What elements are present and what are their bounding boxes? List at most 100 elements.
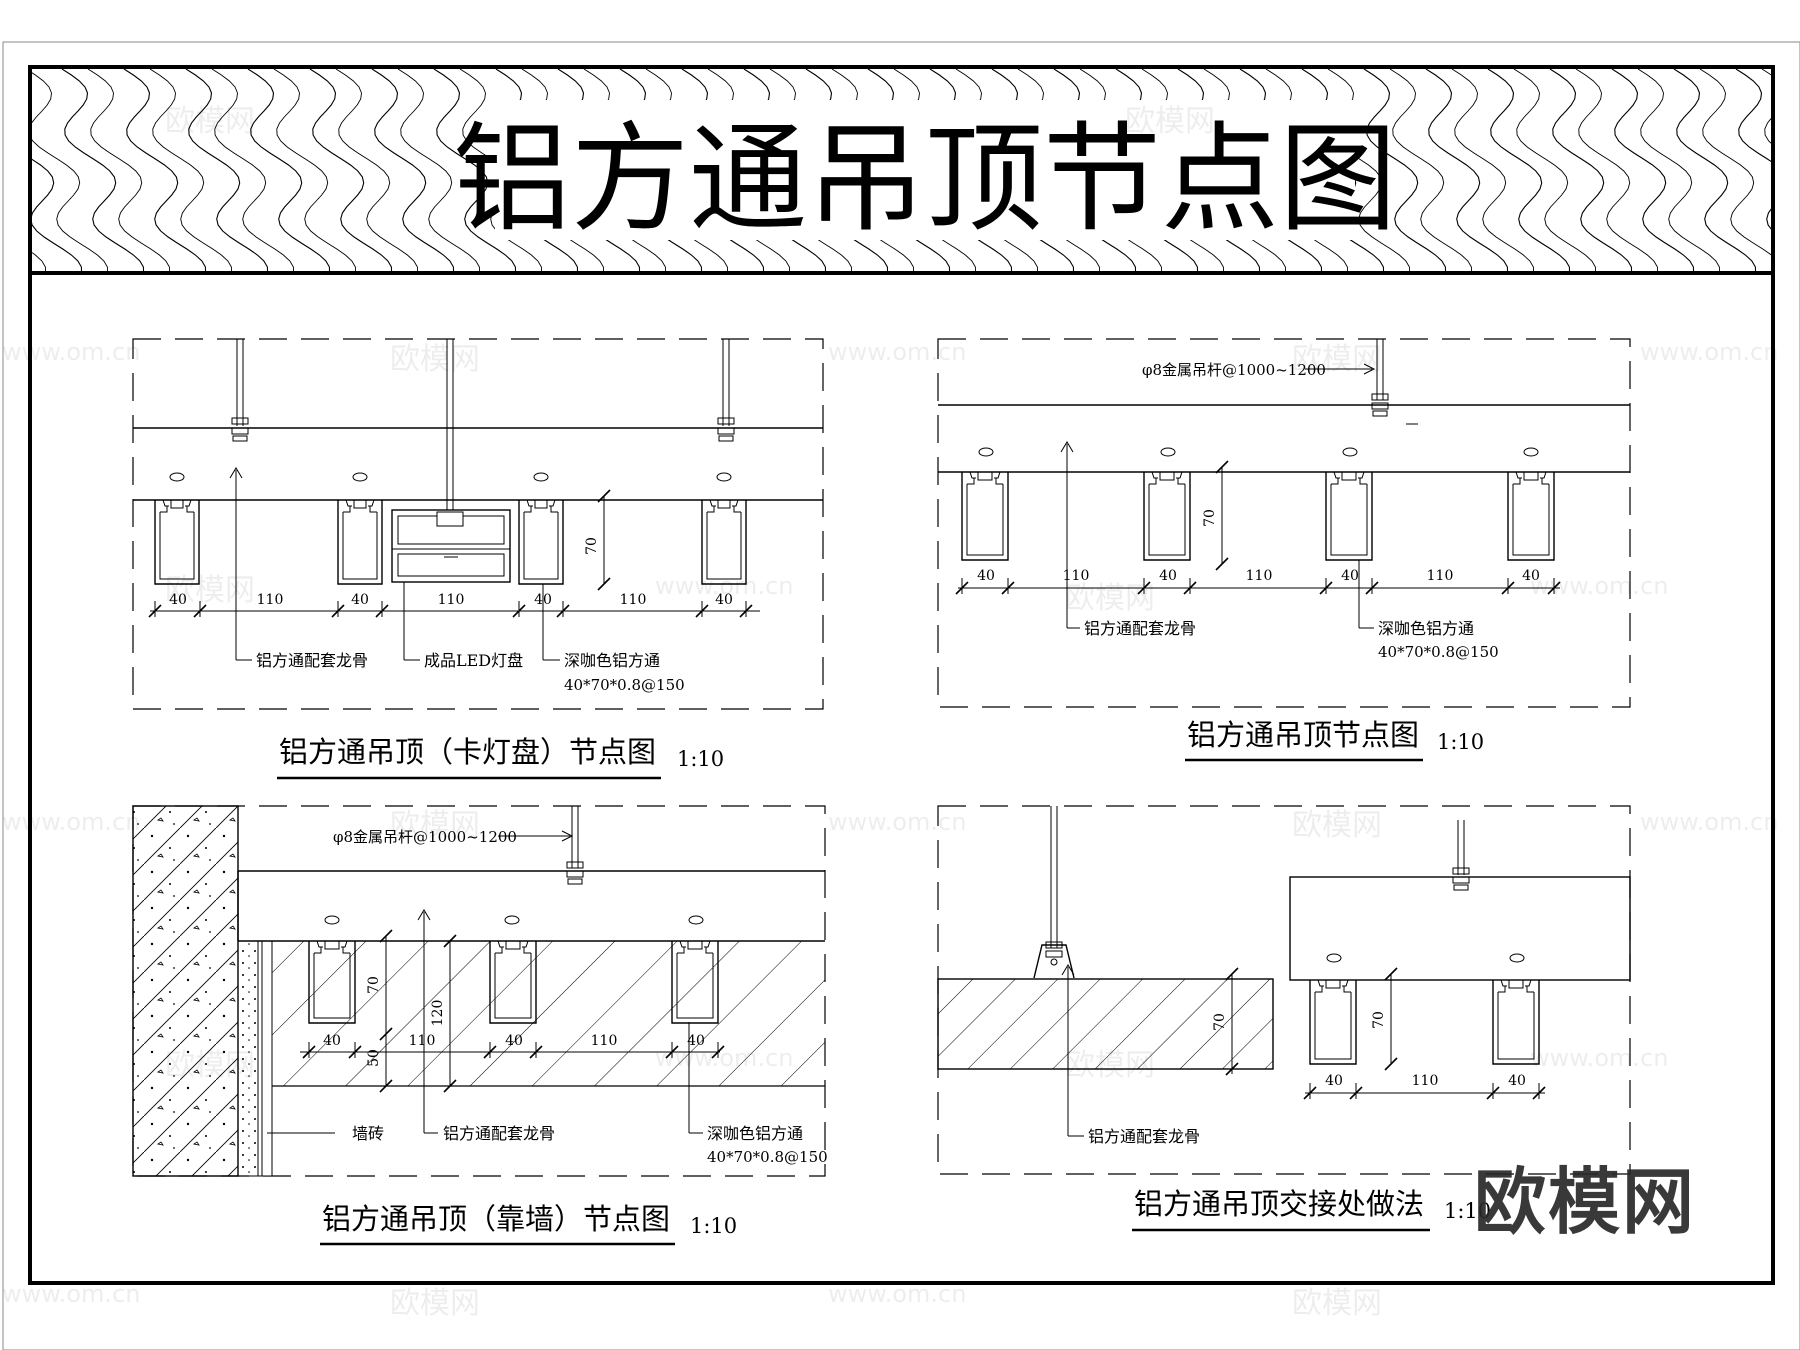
aluminum-profile bbox=[1309, 979, 1357, 1065]
hanger-clip bbox=[1033, 944, 1075, 979]
header-wave bbox=[1451, 69, 1535, 272]
header-wave bbox=[1487, 69, 1571, 272]
dim-40: 40 bbox=[169, 592, 187, 608]
aluminum-profile bbox=[1325, 471, 1373, 561]
mortar-layer bbox=[237, 940, 259, 1177]
header-wave bbox=[309, 69, 393, 272]
aluminum-profile bbox=[701, 499, 747, 585]
header-wave bbox=[32, 158, 83, 272]
outer-frame bbox=[2, 41, 1800, 1350]
header-wave bbox=[371, 69, 455, 272]
header-wave bbox=[123, 69, 207, 272]
header-wave bbox=[1575, 69, 1659, 272]
dim-110: 110 bbox=[257, 592, 284, 608]
label-spec: 40*70*0.8@150 bbox=[1378, 643, 1499, 661]
header-wave bbox=[211, 69, 295, 272]
dim-40: 40 bbox=[1325, 1073, 1343, 1089]
header-wave bbox=[32, 72, 109, 272]
dim-120: 120 bbox=[430, 1000, 446, 1027]
dim-110: 110 bbox=[438, 592, 465, 608]
panel-scale: 1:10 bbox=[1444, 1199, 1491, 1223]
header-wave bbox=[247, 69, 331, 272]
dim-height: 70 bbox=[1212, 1013, 1228, 1031]
label-led: 成品LED灯盘 bbox=[424, 651, 523, 670]
led-panel bbox=[391, 509, 511, 583]
header-wave bbox=[1611, 69, 1695, 272]
header-wave bbox=[87, 69, 171, 272]
header-wave bbox=[1673, 69, 1757, 272]
label-keel: 铝方通配套龙骨 bbox=[1088, 1127, 1200, 1146]
panel-scale: 1:10 bbox=[690, 1214, 737, 1238]
header-wave bbox=[433, 69, 517, 272]
header-wave bbox=[1735, 69, 1771, 230]
label-tile: 墙砖 bbox=[352, 1124, 384, 1143]
header-wave bbox=[32, 252, 47, 272]
hanger-rod bbox=[717, 339, 735, 442]
hanger-rod bbox=[231, 339, 249, 442]
panel-scale: 1:10 bbox=[1437, 730, 1484, 754]
aluminum-profile bbox=[961, 471, 1009, 561]
wall-tile bbox=[257, 940, 273, 1177]
aluminum-profile bbox=[671, 940, 719, 1024]
panel-junction-detail: 70 70 40 110 40 铝方通配套龙骨 铝方通吊顶交接处做法 1:10 bbox=[937, 805, 1631, 1232]
header-wave bbox=[1513, 69, 1597, 272]
dim-height: 70 bbox=[1202, 509, 1218, 527]
ceiling-block bbox=[937, 978, 1274, 1070]
label-rod: φ8金属吊杆@1000~1200 bbox=[1142, 361, 1326, 379]
aluminum-profile bbox=[1492, 979, 1540, 1065]
header-wave bbox=[1389, 69, 1473, 272]
dim-110: 110 bbox=[620, 592, 647, 608]
aluminum-profile bbox=[1143, 471, 1191, 561]
label-keel: 铝方通配套龙骨 bbox=[443, 1124, 555, 1143]
header-wave bbox=[1549, 69, 1633, 272]
dim-110: 110 bbox=[591, 1033, 618, 1049]
dim-40: 40 bbox=[1508, 1073, 1526, 1089]
label-profile: 深咖色铝方通 bbox=[564, 651, 660, 670]
dim-110: 110 bbox=[1412, 1073, 1439, 1089]
header-wave bbox=[273, 69, 357, 272]
dim-40: 40 bbox=[505, 1033, 523, 1049]
dim-40: 40 bbox=[1341, 568, 1359, 584]
header-wave bbox=[397, 69, 481, 272]
header-wave bbox=[185, 69, 269, 272]
dim-50: 50 bbox=[366, 1049, 382, 1067]
panel-title: 铝方通吊顶交接处做法 bbox=[1134, 1187, 1424, 1221]
dim-40: 40 bbox=[687, 1033, 705, 1049]
aluminum-profile bbox=[308, 940, 356, 1024]
aluminum-profile bbox=[1507, 471, 1555, 561]
panel-led-detail: 70 40 110 40 110 40 110 40 铝方通配套龙骨 成品LED… bbox=[132, 338, 824, 780]
dim-110: 110 bbox=[1063, 568, 1090, 584]
label-spec: 40*70*0.8@150 bbox=[707, 1148, 828, 1166]
label-profile: 深咖色铝方通 bbox=[1378, 619, 1474, 638]
label-rod: φ8金属吊杆@1000~1200 bbox=[333, 828, 517, 846]
page-title: 铝方通吊顶节点图 bbox=[453, 110, 1397, 248]
header-wave bbox=[1761, 69, 1771, 144]
panel-title: 铝方通吊顶节点图 bbox=[1187, 718, 1419, 752]
dim-40: 40 bbox=[1159, 568, 1177, 584]
header-wave bbox=[335, 69, 419, 272]
label-keel: 铝方通配套龙骨 bbox=[256, 651, 368, 670]
dim-40: 40 bbox=[977, 568, 995, 584]
label-keel: 铝方通配套龙骨 bbox=[1084, 619, 1196, 638]
dim-40: 40 bbox=[351, 592, 369, 608]
dim-40: 40 bbox=[715, 592, 733, 608]
header-wave bbox=[149, 69, 233, 272]
header-wave bbox=[1637, 69, 1721, 272]
dim-40: 40 bbox=[1522, 568, 1540, 584]
panel-scale: 1:10 bbox=[677, 747, 724, 771]
aluminum-profile bbox=[518, 499, 564, 585]
inner-frame bbox=[28, 65, 1775, 1285]
dim-110: 110 bbox=[409, 1033, 436, 1049]
dim-height: 70 bbox=[584, 537, 600, 555]
aluminum-profile bbox=[154, 499, 200, 585]
label-spec: 40*70*0.8@150 bbox=[564, 676, 685, 694]
panel-title: 铝方通吊顶（靠墙）节点图 bbox=[322, 1202, 670, 1236]
label-profile: 深咖色铝方通 bbox=[707, 1124, 803, 1143]
header-wave bbox=[61, 69, 145, 272]
aluminum-profile bbox=[489, 940, 537, 1024]
dim-height: 70 bbox=[366, 976, 382, 994]
aluminum-profile bbox=[337, 499, 383, 585]
dim-40: 40 bbox=[323, 1033, 341, 1049]
header-wave bbox=[1699, 69, 1771, 256]
panel-standard-detail: φ8金属吊杆@1000~1200 70 40 110 40 110 40 110… bbox=[937, 338, 1631, 762]
